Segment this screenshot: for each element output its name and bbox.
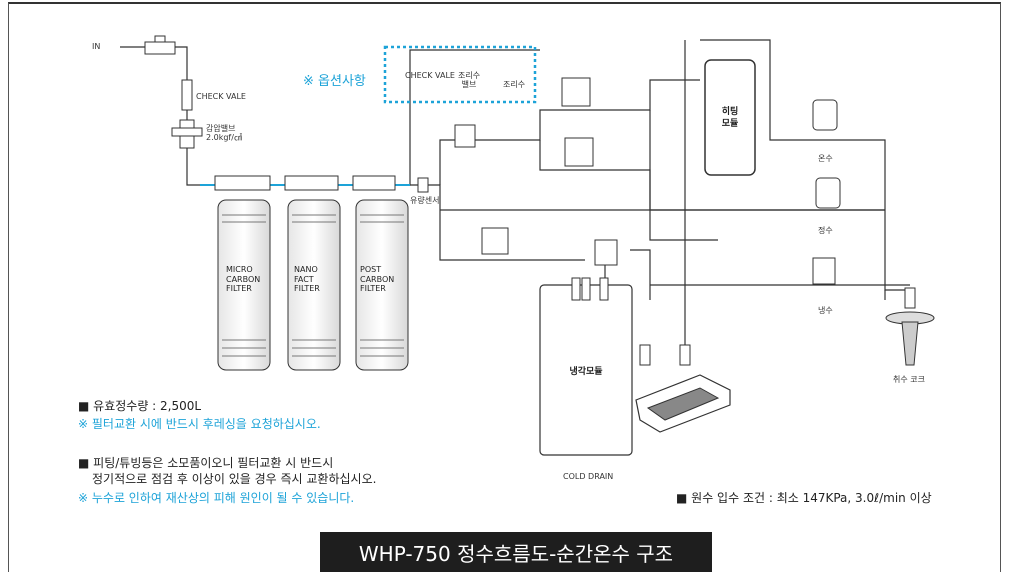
capacity-note: ■ 유효정수량 : 2,500L (78, 399, 202, 413)
check-vale-option-label: CHECK VALE (405, 71, 455, 80)
inlet-condition-note: ■ 원수 입수 조건 : 최소 147KPa, 3.0ℓ/min 이상 (676, 491, 932, 505)
nano-fact-filter (287, 199, 341, 371)
option-label: ※ 옵션사항 (303, 74, 366, 89)
check-vale-label: CHECK VALE (196, 92, 246, 101)
cold-water-label: 냉수 (818, 306, 833, 315)
filter-line (215, 49, 540, 186)
inlet-valve-icon (144, 41, 176, 55)
leak-warning: ※ 누수로 인하여 재산상의 피해 원인이 될 수 있습니다. (78, 491, 355, 505)
solenoid-valve-icon (561, 77, 591, 107)
cooking-water-label: 조리수 (503, 80, 526, 89)
inlet-pipe (120, 46, 215, 186)
diagram-frame (8, 2, 1001, 572)
capacity-warning: ※ 필터교환 시에 반드시 후레싱을 요청하십시오. (78, 417, 321, 431)
hot-water-valve-icon (812, 99, 838, 131)
check-valve-icon (181, 79, 193, 111)
cooling-module-label: 냉각모듈 (569, 367, 603, 377)
page-title: WHP-750 정수흐름도-순간온수 구조 (320, 532, 712, 572)
inlet-label: IN (92, 42, 101, 51)
solenoid-valve-icon (481, 227, 509, 255)
post-carbon-filter (355, 199, 409, 371)
micro-carbon-filter (217, 199, 271, 371)
cold-water-valve-icon (812, 257, 836, 285)
flow-sensor-label: 유량센서 (410, 196, 440, 205)
faucet-icon (885, 287, 935, 366)
purified-water-valve-icon (815, 177, 841, 209)
heating-module (704, 59, 756, 176)
purified-water-label: 정수 (818, 226, 833, 235)
faucet-label: 취수 코크 (893, 375, 925, 384)
drip-tray-icon (635, 374, 731, 433)
cold-drain-label: COLD DRAIN (563, 472, 614, 481)
flow-sensor-icon (417, 177, 429, 193)
hot-outlet-pipe (700, 39, 910, 291)
option-box (383, 45, 537, 104)
solenoid-valve-icon (564, 137, 594, 167)
hot-feed-pipe (439, 79, 700, 185)
float-valve-icon (594, 239, 618, 266)
hot-water-label: 온수 (818, 154, 833, 163)
